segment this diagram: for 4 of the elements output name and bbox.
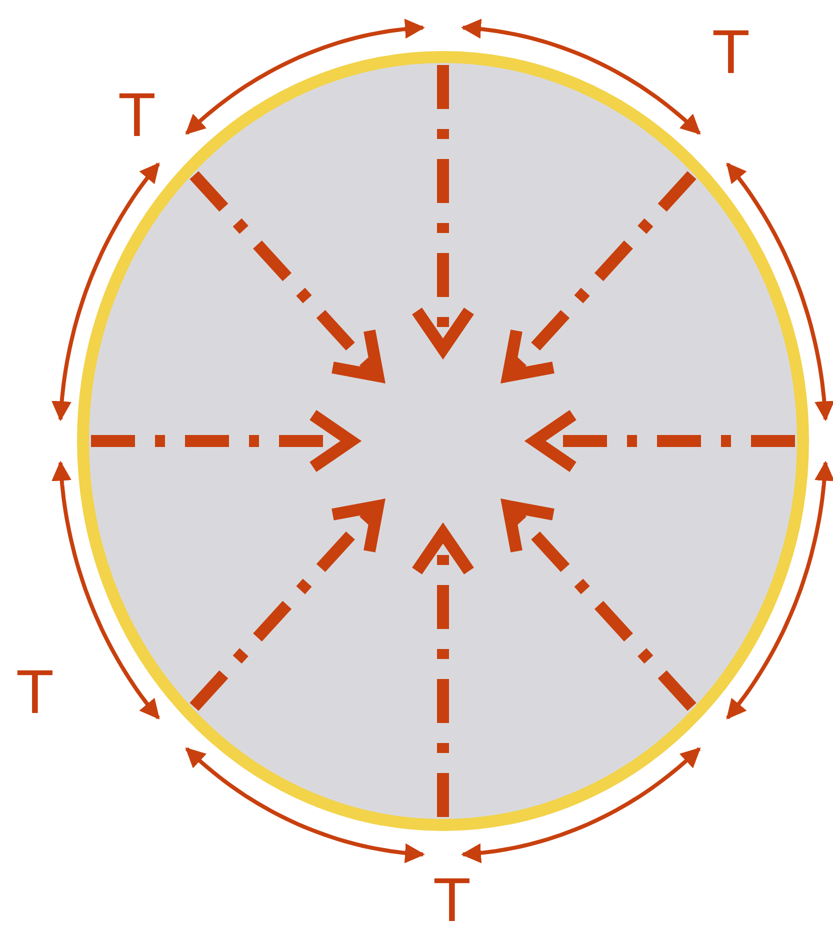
tension-label: T [118, 85, 156, 147]
tension-label: T [16, 662, 54, 724]
tension-label: T [433, 870, 471, 932]
tension-label: T [712, 22, 750, 84]
